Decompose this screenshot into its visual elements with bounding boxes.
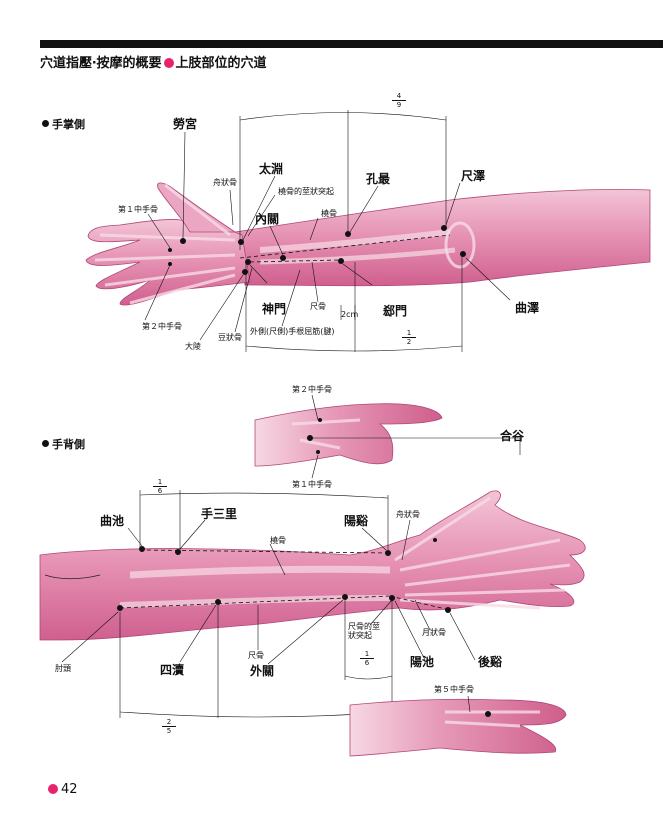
label-elbow: 肘頭 [55,664,71,673]
palm-dimensions [239,110,463,352]
label-taiyuan: 太淵 [259,162,284,176]
back-dimensions [119,490,393,718]
label-radius: 橈骨 [321,209,337,218]
back-side-hand [349,698,567,757]
label-back-scaphoid: 舟狀骨 [396,510,420,519]
section-back: 手背側 [42,436,85,452]
label-quze: 曲澤 [515,301,540,315]
label-neiguan: 內關 [255,212,280,226]
label-daling: 大陵 [185,342,201,351]
label-metacarpal1: 第１中手骨 [118,205,158,214]
label-back-metacarpal1: 第１中手骨 [292,480,332,489]
label-metacarpal2: 第２中手骨 [142,322,182,331]
back-arm [39,490,586,641]
header-bar [40,40,663,48]
label-back-radius: 橈骨 [270,536,286,545]
label-houxi: 後谿 [478,655,503,669]
footer-bullet-icon [48,784,58,794]
header-right: 上肢部位的穴道 [175,56,267,71]
label-back-ulna: 尺骨 [248,651,264,660]
back-small-hand [254,403,443,467]
label-shousanli: 手三里 [201,507,238,521]
label-waiguan: 外關 [250,664,275,678]
page-header: 穴道指壓‧按摩的概要上肢部位的穴道 [40,52,267,71]
label-ulna-styloid: 尺骨的莖 狀突起 [348,622,380,640]
label-hegu: 合谷 [500,429,525,443]
label-ximen: 郄門 [383,304,408,318]
palm-arm [85,182,651,306]
label-sidu: 四瀆 [160,663,185,677]
label-styloid: 橈骨的莖狀突起 [278,187,334,196]
bullet-icon [42,120,49,127]
label-back-metacarpal5: 第５中手骨 [434,685,474,694]
label-scaphoid: 舟狀骨 [213,178,237,187]
label-yangxi: 陽谿 [344,514,369,528]
back-leaders [61,519,476,665]
label-tendon: 外側(尺側)手根屈筋(腱) [250,327,335,336]
label-yangchi: 陽池 [410,655,435,669]
label-shenmen: 神門 [262,302,287,316]
label-ulna: 尺骨 [310,302,326,311]
page-number: 42 [61,782,78,797]
header-bullet-icon [163,58,174,68]
label-quchi: 曲池 [100,514,125,528]
label-kongzui: 孔最 [366,172,391,186]
label-pisiform: 豆狀骨 [218,333,242,342]
bullet-icon [42,440,49,447]
label-lunate: 月狀骨 [422,628,446,637]
page-footer: 42 [48,782,78,797]
header-left: 穴道指壓‧按摩的概要 [40,56,162,71]
label-laogong: 勞宮 [173,117,198,131]
section-palm: 手掌側 [42,116,85,132]
label-back-metacarpal2: 第２中手骨 [292,385,332,394]
label-chize: 尺澤 [461,169,486,183]
palm-leaders [144,131,511,341]
label-2cm: 2cm [341,310,359,319]
